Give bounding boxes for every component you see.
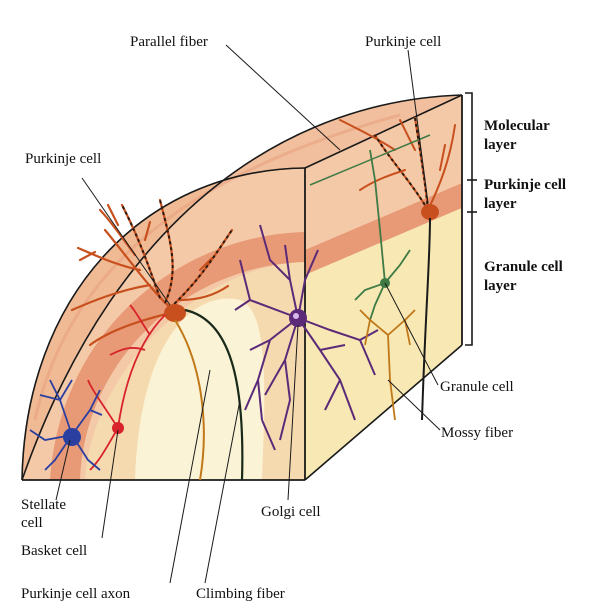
label-purkinje-layer-line2: layer — [484, 196, 517, 212]
label-basket-cell: Basket cell — [21, 543, 88, 559]
label-purkinje-cell-axon: Purkinje cell axon — [21, 586, 131, 602]
purkinje-cell-left-body — [164, 304, 186, 322]
label-granule-layer-line1: Granule cell — [484, 259, 563, 275]
front-face-purkinje-band — [50, 232, 305, 480]
label-molecular-layer-line2: layer — [484, 137, 517, 153]
right-face-granule — [305, 208, 462, 480]
layer-bracket — [465, 92, 477, 346]
label-golgi-cell: Golgi cell — [261, 504, 321, 520]
label-purkinje-cell-top: Purkinje cell — [365, 34, 442, 50]
basket-cell — [87, 304, 166, 471]
label-climbing-fiber: Climbing fiber — [196, 586, 285, 602]
label-mossy-fiber: Mossy fiber — [441, 425, 514, 441]
right-face-purkinje — [305, 183, 462, 275]
top-surface — [22, 95, 462, 480]
label-granule-layer-line2: layer — [484, 278, 517, 294]
label-molecular-layer-line1: Molecular — [484, 118, 550, 134]
label-stellate-cell-line2: cell — [21, 515, 43, 531]
label-granule-cell: Granule cell — [440, 379, 514, 395]
label-parallel-fiber: Parallel fiber — [130, 34, 208, 50]
label-stellate-cell-line1: Stellate — [21, 497, 66, 513]
golgi-cell — [234, 224, 379, 451]
granule-cell — [309, 134, 431, 321]
label-purkinje-cell-left: Purkinje cell — [25, 151, 102, 167]
label-purkinje-layer-line1: Purkinje cell — [484, 177, 567, 193]
